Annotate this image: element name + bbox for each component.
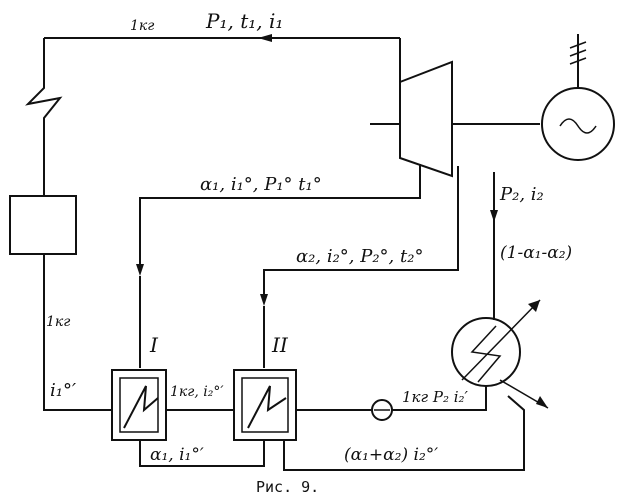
heater-2 — [233, 369, 297, 441]
drain-1-line — [139, 440, 265, 467]
pump-out-label: 1кг P₂ i₂′ — [402, 388, 469, 406]
top-params-label: P₁, t₁, i₁ — [205, 9, 283, 33]
heater-2-label: II — [271, 333, 289, 357]
drain-2-line — [283, 395, 525, 471]
heater-2-coil-icon — [247, 385, 287, 429]
exhaust-label: P₂, i₂ — [499, 184, 544, 205]
boiler-riser-line — [25, 38, 63, 195]
feedwater-line — [43, 254, 112, 411]
figure-caption: Рис. 9. — [256, 478, 319, 496]
top-flow-label: 1кг — [130, 18, 154, 34]
extraction-2-line — [263, 166, 459, 302]
cooling-arrow-out — [536, 396, 548, 408]
heater-1-coil-icon — [123, 385, 159, 429]
left-enthalpy-label: i₁°′ — [50, 380, 76, 401]
heater-1-label: I — [149, 333, 159, 357]
left-flow-label: 1кг — [46, 314, 70, 330]
condenser — [451, 317, 521, 387]
flow-arrow-ext2 — [260, 294, 268, 306]
drain-2-label: (α₁+α₂) i₂°′ — [344, 445, 438, 465]
generator — [541, 87, 615, 161]
between-heaters-label: 1кг, i₂°′ — [170, 384, 224, 400]
extract-1-label: α₁, i₁°, P₁° t₁° — [200, 174, 322, 195]
flow-arrow-ext1 — [136, 264, 144, 276]
condensate-line — [392, 386, 487, 411]
flow-arrow-exhaust — [490, 210, 498, 222]
extraction-1-line — [139, 164, 421, 272]
condenser-flow-label: (1-α₁-α₂) — [500, 243, 572, 263]
boiler-box — [9, 195, 77, 255]
ac-symbol-icon — [559, 118, 597, 134]
extract-2-label: α₂, i₂°, P₂°, t₂° — [296, 246, 423, 267]
flow-arrow-top — [258, 34, 272, 42]
turbine — [399, 60, 453, 178]
heater-2-inner — [241, 377, 289, 433]
condenser-coil-icon — [470, 325, 502, 383]
cooling-arrow-in — [528, 300, 540, 312]
ground-symbol-icon — [569, 41, 587, 65]
cooling-water-in — [461, 299, 541, 381]
drain-1-label: α₁, i₁°′ — [150, 445, 204, 465]
heater-1-inner — [119, 377, 159, 433]
